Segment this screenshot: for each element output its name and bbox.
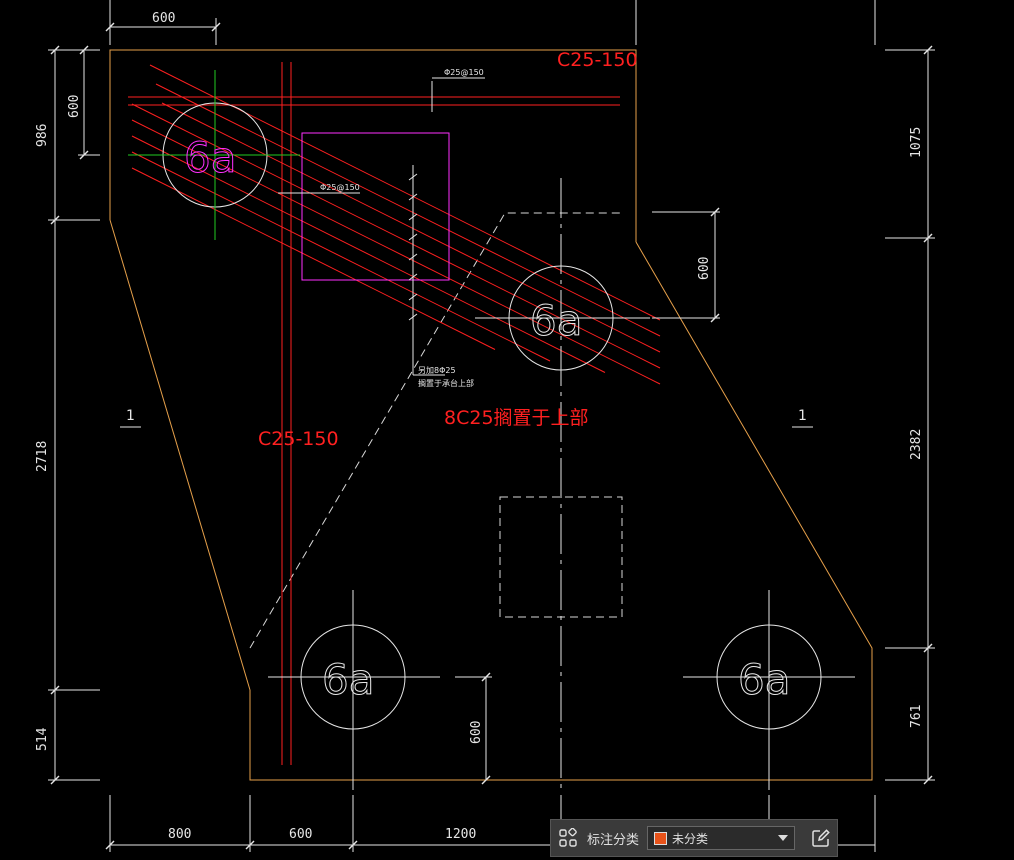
annotation-category-value: 未分类: [672, 831, 709, 846]
pile-cap-outline: [109, 49, 873, 781]
rebar-diagonal-line: [149, 64, 661, 321]
annotation-category-select[interactable]: 未分类: [647, 826, 796, 850]
rebar-spec-mid: Φ25@150: [320, 183, 360, 192]
dimension-left-mid: 2718: [35, 441, 50, 472]
color-swatch: [654, 831, 668, 845]
grid-icon[interactable]: [551, 820, 585, 856]
dimension-bottom-2: 600: [289, 827, 312, 842]
rebar-leader: [278, 77, 485, 376]
dimension-right-inner: 600: [697, 257, 712, 280]
dimension-right-upper: 1075: [909, 127, 924, 158]
rebar-diagonal: [131, 64, 661, 385]
rebar-diagonal-line: [131, 135, 606, 373]
annotation-category-label: 标注分类: [587, 832, 640, 848]
dimension-top: 600: [152, 11, 175, 26]
dimension-left-lower: 514: [35, 727, 50, 751]
pile-bottom-left: 6a: [268, 590, 440, 790]
rebar-diagonal-line: [161, 102, 661, 353]
rebar-vertical: [281, 62, 292, 765]
rebar-diagonal-line: [155, 83, 661, 337]
rebar-note-2: 搁置于承台上部: [418, 378, 474, 388]
rebar-horizontal: [128, 96, 620, 106]
chevron-down-icon[interactable]: [778, 835, 789, 841]
edit-button[interactable]: [807, 824, 835, 852]
dimension-bottom-3: 1200: [445, 827, 476, 842]
pile-center: 6a: [475, 178, 650, 790]
rebar-note-1: 另加8Φ25: [418, 365, 456, 375]
pile-label: 6a: [738, 655, 790, 704]
dimension-bottom-inner: 600: [469, 721, 484, 744]
rebar-diagonal-line: [131, 167, 496, 350]
edit-icon: [812, 829, 830, 847]
annotation-toolbar: 标注分类 未分类: [550, 819, 838, 857]
section-mark-left: 1: [126, 408, 135, 424]
rebar-label-mid: 8C25搁置于上部: [444, 407, 589, 429]
rebar-diagonal-line: [131, 151, 551, 362]
rebar-label-left: C25-150: [258, 428, 339, 450]
pile-top-left: 6a: [128, 70, 300, 240]
dimension-right-lower: 761: [909, 705, 924, 728]
dimension-left-inner: 600: [67, 95, 82, 118]
section-mark-right: 1: [798, 408, 807, 424]
dimension-right-mid: 2382: [909, 429, 924, 460]
pile-bottom-right: 6a: [683, 590, 855, 790]
rebar-spec-top: Φ25@150: [444, 68, 484, 77]
dimension-left-upper: 986: [35, 124, 50, 147]
pile-label: 6a: [322, 655, 374, 704]
rebar-diagonal-line: [131, 119, 661, 385]
dimension-lines: [48, 0, 935, 852]
dimension-ticks: [50, 22, 933, 850]
pile-label: 6a: [184, 133, 236, 182]
rebar-diagonal-line: [131, 103, 661, 369]
column-outline: [301, 132, 450, 281]
pile-label: 6a: [530, 296, 582, 345]
rebar-label-top: C25-150: [557, 49, 638, 71]
dimension-bottom-1: 800: [168, 827, 191, 842]
